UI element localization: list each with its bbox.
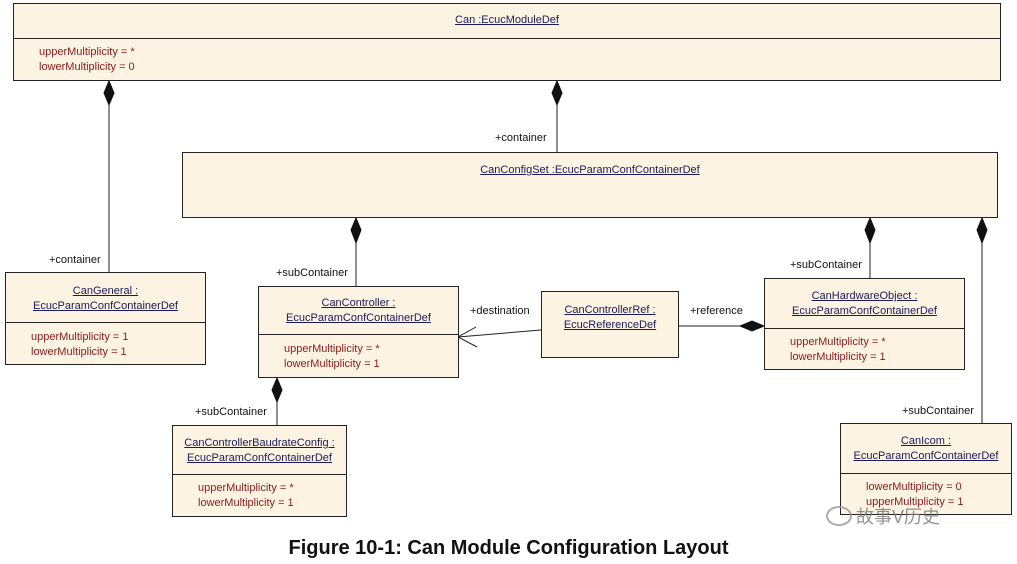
cancontrollerref-title-line2: EcucReferenceDef [563,319,657,331]
label-subcontainer-icom: +subContainer [902,405,974,417]
label-subcontainer-controller: +subContainer [276,267,348,279]
baudrate-title-line1: CanControllerBaudrateConfig : [184,437,335,449]
canicom-upper-multiplicity: upperMultiplicity = 1 [866,496,964,508]
canhardwareobject-box: CanHardwareObject : EcucParamConfContain… [764,278,965,370]
canhardwareobject-title-line2: EcucParamConfContainerDef [792,305,937,317]
cangeneral-title-line2: EcucParamConfContainerDef [33,300,178,312]
label-destination: +destination [470,305,530,317]
label-reference: +reference [690,305,743,317]
cangeneral-upper-multiplicity: upperMultiplicity = 1 [31,331,129,343]
watermark-text: 故事V历史 [856,507,941,527]
cancontrollerref-box: CanControllerRef : EcucReferenceDef [541,291,679,358]
wechat-icon [826,506,852,526]
label-subcontainer-hwobject: +subContainer [790,259,862,271]
canconfigset-title: CanConfigSet :EcucParamConfContainerDef [480,164,700,176]
cangeneral-lower-multiplicity: lowerMultiplicity = 1 [31,346,127,358]
cancontrollerref-title-line1: CanControllerRef : [564,304,656,316]
canicom-box: CanIcom : EcucParamConfContainerDef lowe… [840,423,1012,515]
baudrate-lower-multiplicity: lowerMultiplicity = 1 [198,497,294,509]
canhardwareobject-lower-multiplicity: lowerMultiplicity = 1 [790,351,886,363]
baudrate-title-line2: EcucParamConfContainerDef [187,452,332,464]
label-subcontainer-baudrate: +subContainer [195,406,267,418]
can-module-title: Can :EcucModuleDef [455,14,559,26]
watermark: 故事V历史 [826,503,940,529]
label-container-general: +container [49,254,101,266]
canconfigset-box: CanConfigSet :EcucParamConfContainerDef [182,152,998,218]
canhardwareobject-upper-multiplicity: upperMultiplicity = * [790,336,886,348]
cancontroller-box: CanController : EcucParamConfContainerDe… [258,286,459,378]
cancontroller-title-line1: CanController : [321,297,396,309]
cancontroller-lower-multiplicity: lowerMultiplicity = 1 [284,358,380,370]
can-upper-multiplicity: upperMultiplicity = * [39,46,135,58]
can-module-box: Can :EcucModuleDef upperMultiplicity = *… [13,3,1001,81]
cancontrollerbaudrateconfig-box: CanControllerBaudrateConfig : EcucParamC… [172,425,347,517]
baudrate-upper-multiplicity: upperMultiplicity = * [198,482,294,494]
canicom-title-line2: EcucParamConfContainerDef [853,450,999,462]
cangeneral-box: CanGeneral : EcucParamConfContainerDef u… [5,272,206,365]
canhardwareobject-title-line1: CanHardwareObject : [811,290,918,302]
cancontroller-title-line2: EcucParamConfContainerDef [286,312,431,324]
cancontroller-upper-multiplicity: upperMultiplicity = * [284,343,380,355]
cangeneral-title-line1: CanGeneral : [72,285,139,297]
canicom-title-line1: CanIcom : [900,435,952,447]
figure-caption: Figure 10-1: Can Module Configuration La… [288,537,729,559]
canicom-lower-multiplicity: lowerMultiplicity = 0 [866,481,962,493]
can-lower-multiplicity: lowerMultiplicity = 0 [39,61,135,73]
label-container-configset: +container [495,132,547,144]
